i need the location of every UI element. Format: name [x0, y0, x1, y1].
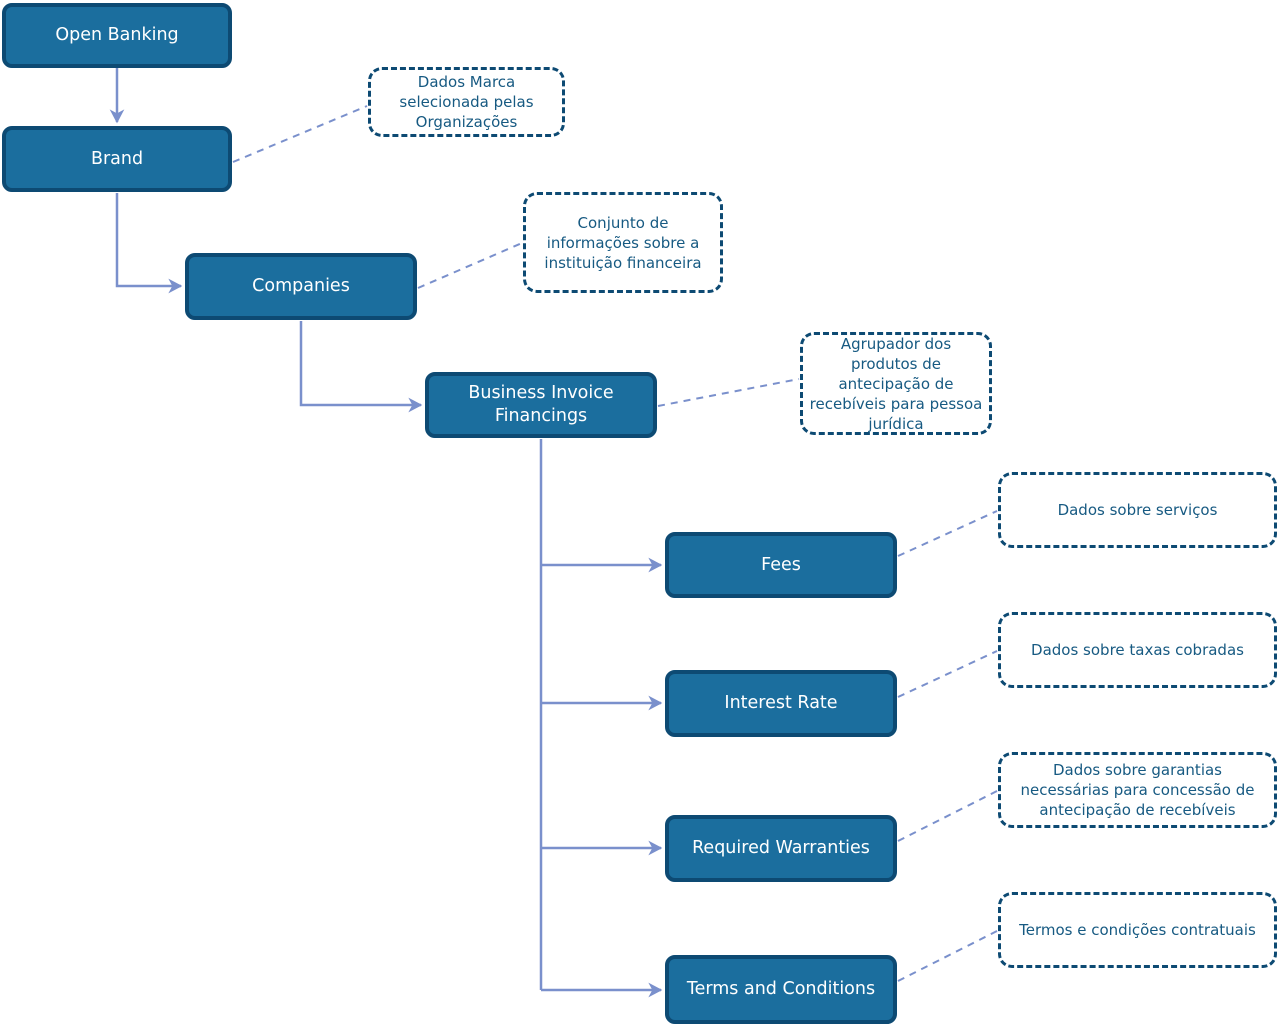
node-business-invoice-financings: Business Invoice Financings [425, 372, 657, 438]
node-companies: Companies [185, 253, 417, 320]
node-brand-label: Brand [90, 148, 144, 169]
node-business-invoice-financings-label: Business Invoice Financings [468, 383, 614, 426]
annotation-brand: Dados Marca selecionada pelas Organizaçõ… [368, 67, 565, 137]
dashed-link-brand-note [232, 105, 368, 163]
annotation-companies: Conjunto de informações sobre a institui… [523, 192, 723, 293]
dashed-link-warranties-note [897, 790, 998, 842]
annotation-companies-text: Conjunto de informações sobre a institui… [544, 213, 702, 272]
node-terms-and-conditions: Terms and Conditions [665, 955, 897, 1024]
dashed-link-companies-note [417, 242, 523, 289]
dashed-link-fees-note [897, 510, 998, 557]
annotation-required-warranties-text: Dados sobre garantias necessárias para c… [1020, 761, 1255, 819]
connector-companies-bif [299, 321, 423, 413]
annotation-business-invoice-financings-text: Agrupador dos produtos de antecipação de… [809, 334, 983, 433]
node-required-warranties-label: Required Warranties [692, 838, 870, 858]
node-open-banking: Open Banking [2, 3, 232, 68]
annotation-fees-text: Dados sobre serviços [1057, 501, 1218, 519]
node-interest-rate-label: Interest Rate [724, 693, 838, 713]
annotation-required-warranties: Dados sobre garantias necessárias para c… [998, 752, 1277, 828]
node-interest-rate: Interest Rate [665, 670, 897, 737]
node-brand: Brand [2, 126, 232, 192]
node-fees: Fees [665, 532, 897, 598]
node-companies-label: Companies [252, 276, 350, 296]
node-terms-and-conditions-label: Terms and Conditions [686, 979, 876, 999]
annotation-business-invoice-financings: Agrupador dos produtos de antecipação de… [800, 332, 992, 435]
annotation-interest-rate: Dados sobre taxas cobradas [998, 612, 1277, 688]
node-required-warranties: Required Warranties [665, 815, 897, 882]
annotation-brand-text: Dados Marca selecionada pelas Organizaçõ… [399, 73, 534, 131]
node-open-banking-label: Open Banking [55, 25, 179, 45]
node-fees-label: Fees [761, 554, 801, 575]
dashed-link-interest-note [897, 650, 998, 698]
annotation-fees: Dados sobre serviços [998, 472, 1277, 548]
connector-brand-companies [115, 193, 183, 294]
annotation-interest-rate-text: Dados sobre taxas cobradas [1031, 641, 1244, 659]
annotation-terms-and-conditions-text: Termos e condições contratuais [1019, 921, 1256, 939]
dashed-link-bif-note [657, 378, 800, 407]
dashed-link-terms-note [897, 930, 998, 982]
annotation-terms-and-conditions: Termos e condições contratuais [998, 892, 1277, 968]
